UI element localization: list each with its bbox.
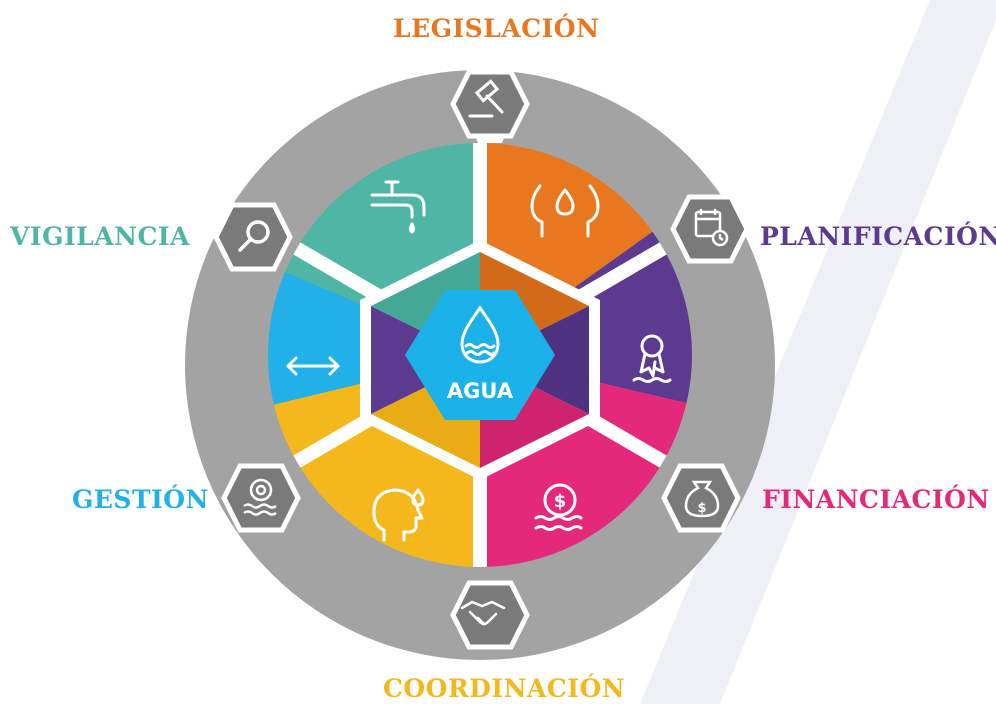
label-legislacion: LEGISLACIÓN (393, 14, 600, 43)
badge-planificacion (670, 194, 750, 264)
background-stripe (640, 0, 996, 704)
water-coin-icon (243, 478, 277, 516)
label-gestion: GESTIÓN (72, 485, 209, 514)
center-label: AGUA (447, 379, 514, 403)
label-planificacion: PLANIFICACIÓN (760, 222, 996, 251)
water-drop-icon (460, 305, 500, 364)
calendar-icon (694, 209, 729, 247)
label-financiacion: FINANCIACIÓN (762, 485, 990, 514)
faucet-icon (370, 180, 426, 234)
label-coordinacion: COORDINACIÓN (383, 674, 626, 703)
dollar-water-icon: $ (534, 483, 583, 531)
badge-coordinacion (450, 580, 530, 650)
badge-vigilancia (213, 202, 293, 272)
badge-financiacion: $ (661, 463, 741, 533)
arrows-horizontal-icon (286, 356, 340, 376)
magnifier-icon (238, 220, 270, 252)
svg-text:$: $ (697, 501, 706, 516)
award-icon (632, 334, 672, 383)
outer-badges: $ (213, 65, 750, 650)
label-vigilancia: VIGILANCIA (10, 222, 190, 251)
gavel-icon (468, 79, 504, 118)
money-bag-icon: $ (684, 480, 720, 518)
badge-gestion (221, 463, 301, 533)
hands-water-icon (530, 184, 600, 238)
badge-legislacion (450, 65, 530, 143)
svg-text:$: $ (554, 491, 567, 512)
handshake-icon (460, 600, 506, 626)
head-water-icon (372, 488, 425, 542)
